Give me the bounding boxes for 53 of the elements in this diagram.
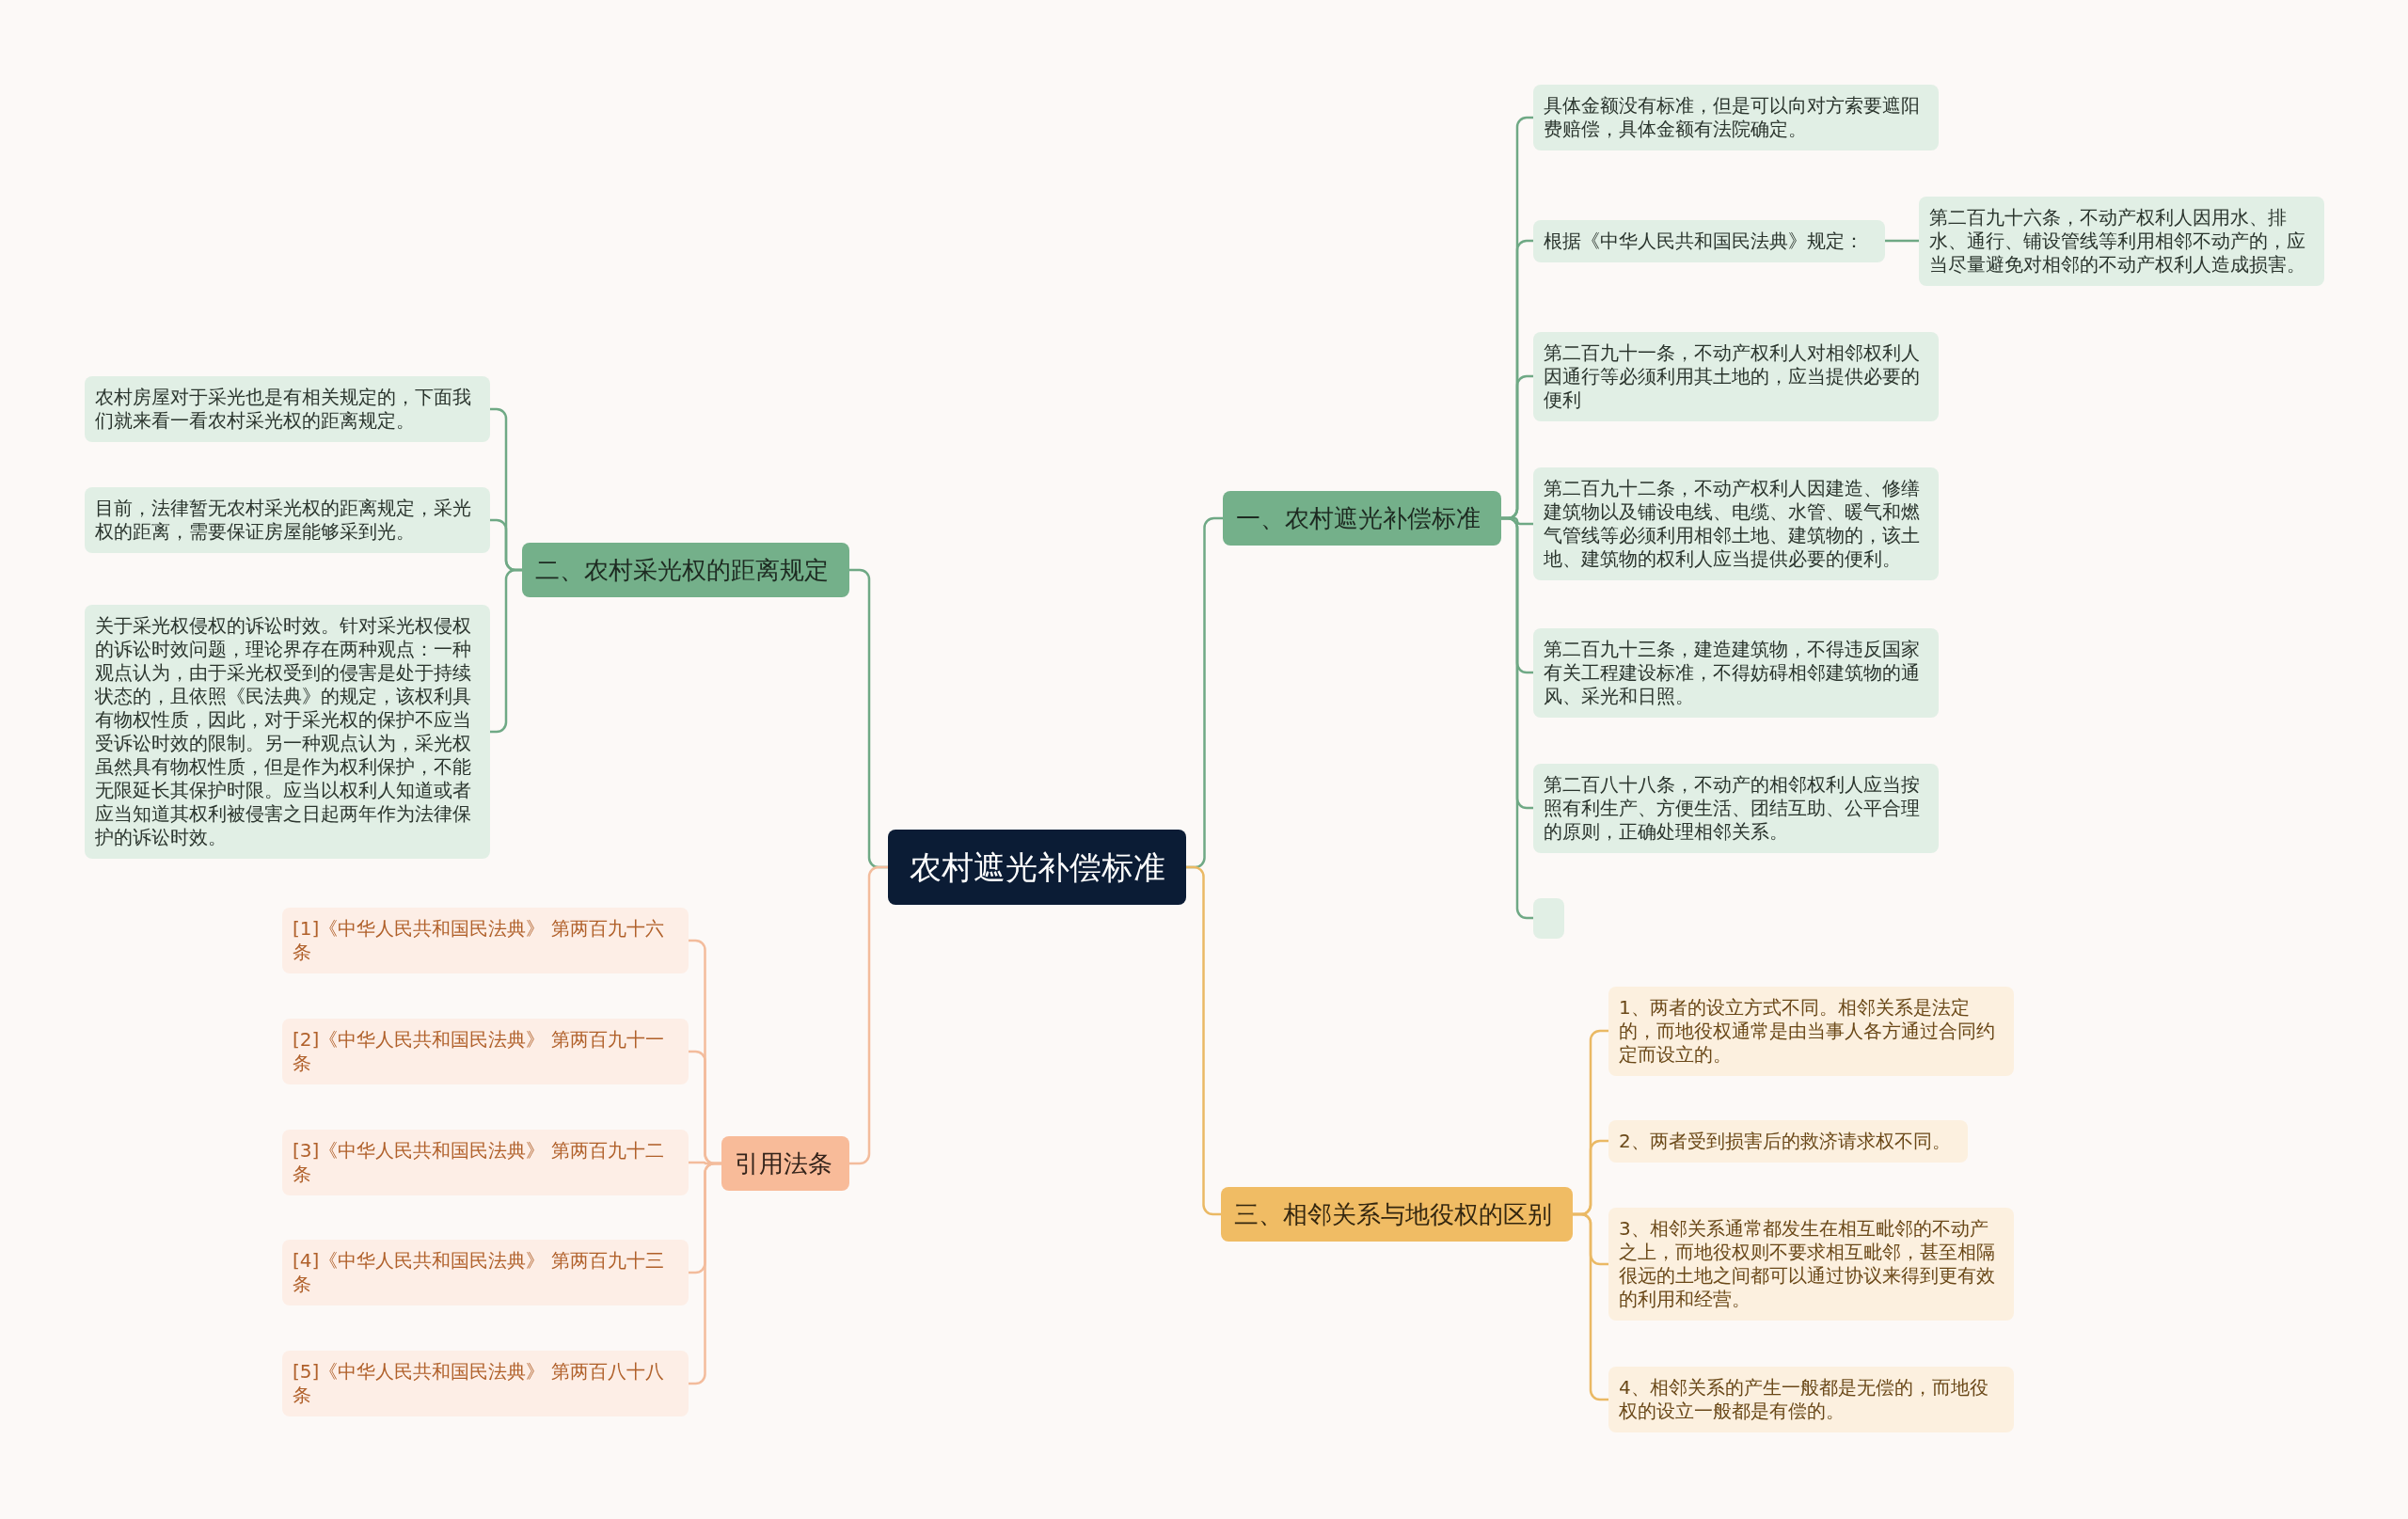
topic-text: 根据《中华人民共和国民法典》规定： bbox=[1544, 229, 1864, 253]
subtopic-card bbox=[1608, 1119, 1968, 1163]
topic-text: 一、农村遮光补偿标准 bbox=[1236, 503, 1481, 534]
empty-subtopic-card bbox=[1533, 897, 1564, 939]
main-topic-card bbox=[721, 1136, 849, 1191]
topic-text: [5]《中华人民共和国民法典》 第两百八十八条 bbox=[293, 1360, 665, 1407]
topic-text: 3、相邻关系通常都发生在相互毗邻的不动产之上，而地役权则不要求相互毗邻，甚至相隔很远的土地之间都可以通过协议来得到更有效的利用和经营。 bbox=[1619, 1217, 1996, 1311]
subtopic-card bbox=[282, 1351, 689, 1416]
subtopic-card bbox=[282, 1019, 689, 1084]
connector-line bbox=[849, 865, 888, 1165]
subtopic-card bbox=[1608, 986, 2014, 1076]
subtopic-card bbox=[1533, 331, 1939, 421]
topic-text: [1]《中华人民共和国民法典》 第两百九十六条 bbox=[293, 917, 665, 964]
connector-line bbox=[1573, 1212, 1608, 1401]
main-topic-card bbox=[1221, 1187, 1573, 1242]
topic-text: 第二百八十八条，不动产的相邻权利人应当按照有利生产、方便生活、团结互助、公平合理的原则，正确处理相邻关系。 bbox=[1544, 772, 1921, 844]
subtopic-card bbox=[1919, 196, 2324, 286]
topic-text: 第二百九十六条，不动产权利人因用水、排水、通行、铺设管线等利用相邻不动产的，应当尽量避免对相邻的不动产权利人造成损害。 bbox=[1929, 205, 2306, 277]
main-topic-card bbox=[1223, 491, 1501, 546]
subtopic-card bbox=[1533, 219, 1885, 262]
topic-text: [2]《中华人民共和国民法典》 第两百九十一条 bbox=[293, 1028, 665, 1075]
topic-text: 具体金额没有标准，但是可以向对方索要遮阳费赔偿，具体金额有法院确定。 bbox=[1544, 94, 1921, 141]
topic-text: 4、相邻关系的产生一般都是无偿的，而地役权的设立一般都是有偿的。 bbox=[1619, 1376, 1989, 1423]
connector-line bbox=[1186, 865, 1221, 1216]
subtopic-card bbox=[1608, 1208, 2014, 1321]
subtopic-card bbox=[1533, 85, 1939, 150]
subtopic-card bbox=[85, 487, 490, 553]
topic-text: 农村房屋对于采光也是有相关规定的，下面我们就来看一看农村采光权的距离规定。 bbox=[95, 386, 472, 433]
topic-text: 1、两者的设立方式不同。相邻关系是法定的，而地役权通常是由当事人各方通过合同约定而设立的。 bbox=[1619, 995, 1996, 1067]
topic-text: [3]《中华人民共和国民法典》 第两百九十二条 bbox=[293, 1139, 665, 1186]
topic-text: [4]《中华人民共和国民法典》 第两百九十三条 bbox=[293, 1249, 665, 1296]
topic-text: 第二百九十二条，不动产权利人因建造、修缮建筑物以及铺设电线、电缆、水管、暖气和燃气管线等必须利用相邻土地、建筑物的，该土地、建筑物的权利人应当提供必要的便利。 bbox=[1544, 477, 1921, 571]
topic-text: 第二百九十三条，建造建筑物，不得违反国家有关工程建设标准，不得妨碍相邻建筑物的通风、采光和日照。 bbox=[1544, 637, 1921, 708]
topic-text: 第二百九十一条，不动产权利人对相邻权利人因通行等必须利用其土地的，应当提供必要的便利 bbox=[1544, 340, 1921, 412]
topic-text: 三、相邻关系与地役权的区别 bbox=[1234, 1199, 1553, 1230]
subtopic-card bbox=[1533, 467, 1939, 580]
connector-line bbox=[689, 1162, 721, 1385]
subtopic-card bbox=[1533, 627, 1939, 718]
topic-text: 目前，法律暂无农村采光权的距离规定，采光权的距离，需要保证房屋能够采到光。 bbox=[95, 497, 472, 544]
topic-text: 关于采光权侵权的诉讼时效。针对采光权侵权的诉讼时效问题，理论界存在两种观点：一种观点认为，由于采光权受到的侵害是处于持续状态的，且依照《民法典》的规定，该权利具有物权性质，因此，对于采光权的保护不应当受诉讼时效的限制。另一种观点认为，采光权虽然具有物权性质，但是作为权利保护，不能无限延长其保护时限。应当以权利人知道或者应当知道其权利被侵害之日起两年作为法律保护的诉讼时效。 bbox=[95, 614, 472, 849]
subtopic-card bbox=[282, 908, 689, 973]
subtopic-card bbox=[1533, 763, 1939, 853]
main-topic-card bbox=[522, 543, 849, 597]
topic-text: 二、农村采光权的距离规定 bbox=[535, 555, 830, 586]
connector-line bbox=[1885, 239, 1919, 243]
subtopic-card bbox=[282, 1130, 689, 1195]
subtopic-card bbox=[1608, 1367, 2014, 1432]
subtopic-card bbox=[85, 376, 490, 442]
topic-text: 引用法条 bbox=[735, 1148, 833, 1179]
topic-text: 农村遮光补偿标准 bbox=[908, 847, 1166, 888]
topic-text: 2、两者受到损害后的救济请求权不同。 bbox=[1619, 1129, 1952, 1153]
subtopic-card bbox=[282, 1240, 689, 1305]
central-topic-card bbox=[888, 830, 1186, 905]
